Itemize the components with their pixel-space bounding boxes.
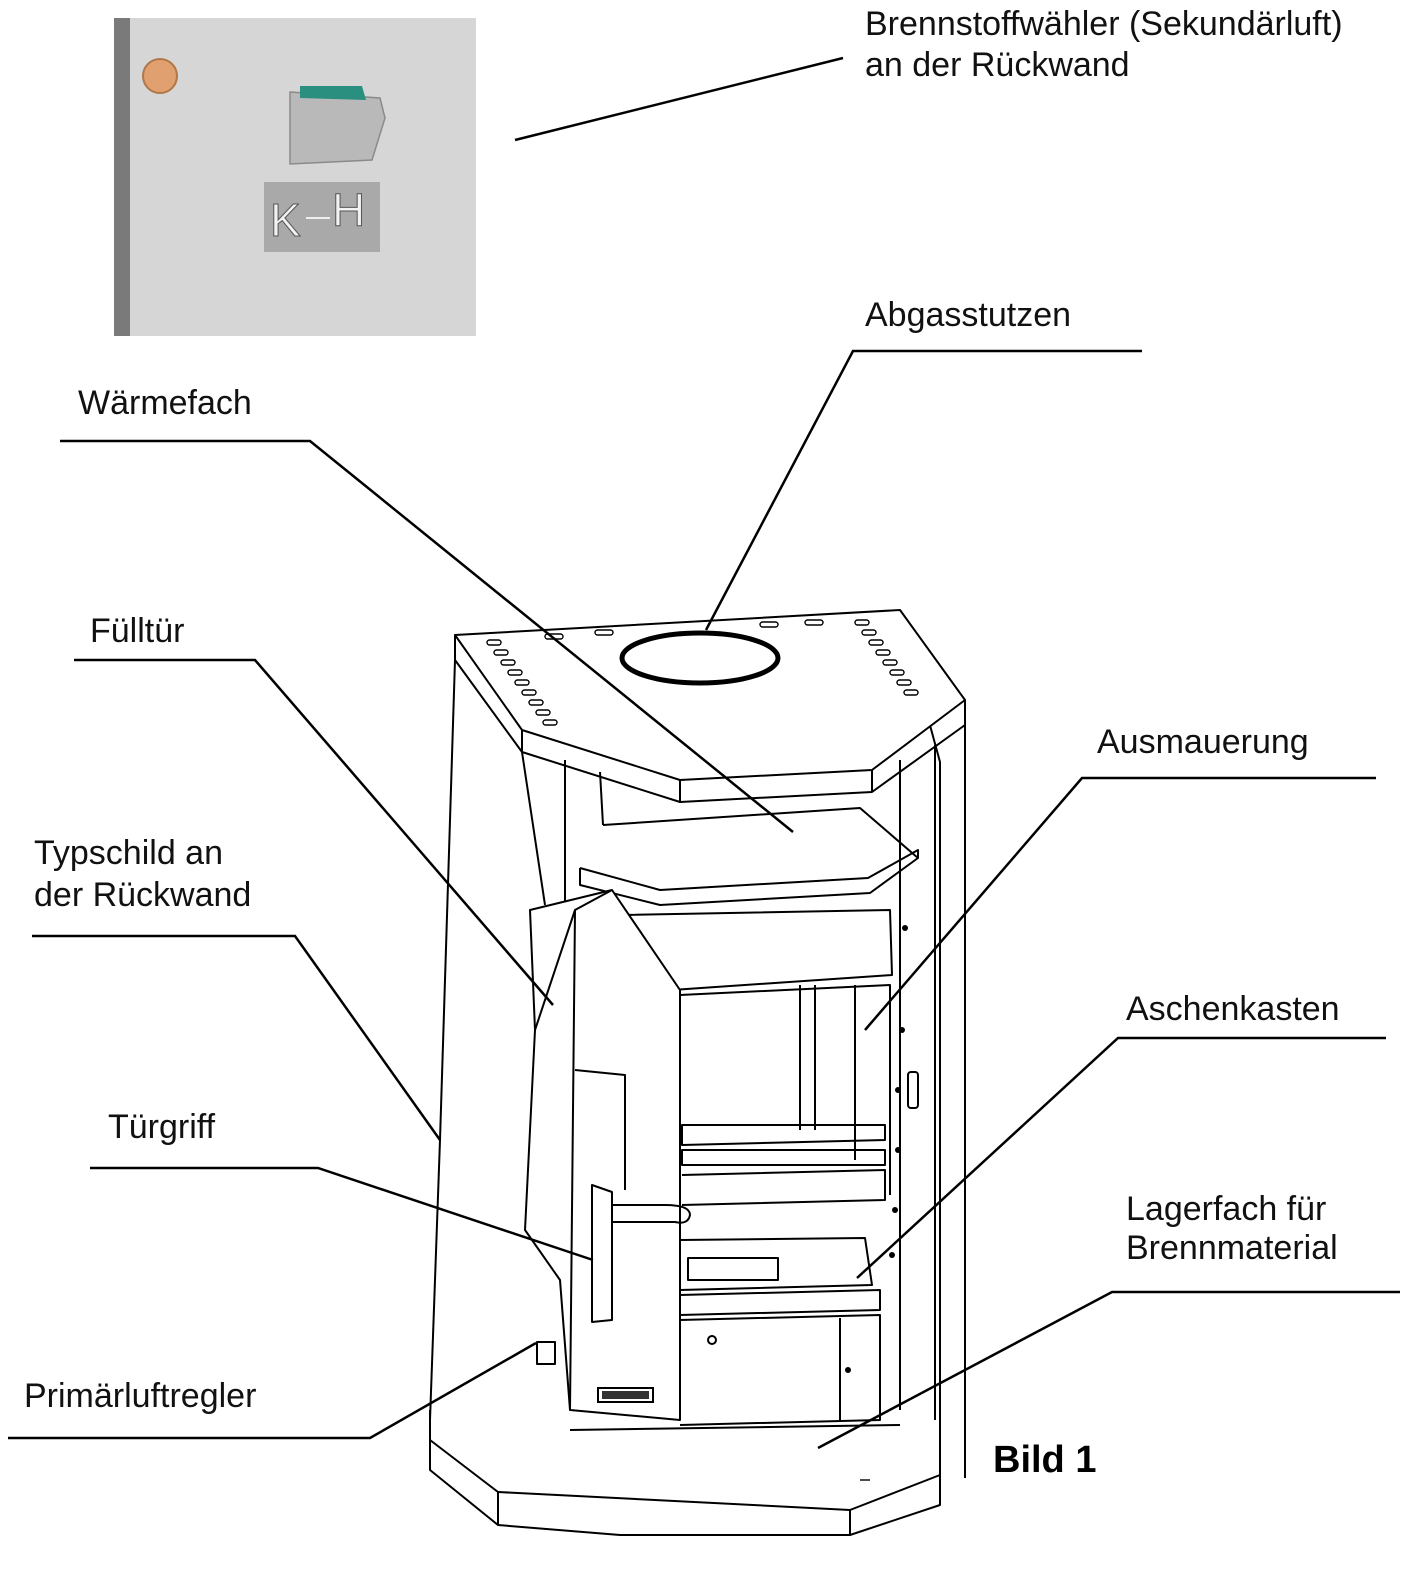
stove-base-edge: [429, 1440, 499, 1526]
chamber-back: [679, 984, 891, 1195]
ash-drawer: [679, 1237, 873, 1291]
label-typschild-line2: der Rückwand: [34, 876, 251, 914]
storage-knob: [707, 1335, 717, 1345]
brand-plate-mark: [602, 1391, 649, 1399]
warming-shelf-edge: [579, 849, 919, 891]
label-typschild-line1: Typschild an: [34, 834, 223, 872]
label-waermefach: Wärmefach: [78, 384, 252, 422]
label-abgasstutzen: Abgasstutzen: [865, 296, 1071, 334]
inset-edge: [114, 18, 130, 336]
front-left-post: [429, 659, 456, 1421]
storage-compartment: [679, 1314, 881, 1426]
leader-typschild: [32, 934, 442, 1141]
slider-accent: [300, 86, 366, 100]
label-ausmauerung: Ausmauerung: [1097, 723, 1309, 761]
leader-tuergriff: [90, 1166, 594, 1262]
leader-ausmauerung: [864, 776, 1376, 1031]
letter-h: H: [332, 184, 365, 236]
leader-abgasstutzen: [704, 349, 1142, 631]
door-panel: [574, 1069, 626, 1190]
fuel-selector-inset: K H: [114, 18, 476, 336]
label-aschenkasten: Aschenkasten: [1126, 990, 1340, 1028]
label-brennstoffwaehler-line1: Brennstoffwähler (Sekundärluft): [865, 5, 1343, 43]
stove-drawing: [429, 609, 966, 1536]
leader-waermefach: [60, 439, 794, 833]
stove-base-top: [497, 1474, 941, 1511]
label-brennstoffwaehler-line2: an der Rückwand: [865, 46, 1130, 84]
base-plinth-line: [569, 1424, 901, 1431]
leader-aschenkasten: [856, 1036, 1386, 1279]
letter-k: K: [270, 194, 301, 246]
ash-drawer-rail: [679, 1289, 881, 1316]
label-fuelltuer: Fülltür: [90, 612, 184, 650]
warming-shelf: [579, 807, 919, 906]
figure-caption: Bild 1: [993, 1439, 1096, 1481]
loading-door: [524, 889, 681, 1421]
chamber-top: [624, 909, 893, 991]
knob-icon: [142, 58, 178, 94]
vent-slots-right: [854, 619, 919, 696]
grate-lower: [681, 1169, 886, 1206]
stove-base: [429, 1410, 941, 1536]
leader-lines: [8, 56, 1400, 1450]
side-rivets: [845, 925, 908, 1373]
door-handle-lever: [612, 1204, 691, 1224]
flue-collar: [619, 630, 781, 686]
leader-lagerfach: [817, 1290, 1400, 1450]
label-primaerluftregler: Primärluftregler: [24, 1377, 256, 1415]
leader-fuelltuer: [74, 658, 554, 1006]
label-tuergriff: Türgriff: [108, 1108, 216, 1146]
leader-primaerluftregler: [8, 1341, 537, 1440]
primary-air-control-icon: [536, 1341, 556, 1365]
grate-bar-top: [681, 1124, 886, 1146]
door-handle-grip: [591, 1184, 613, 1323]
vent-slots-left: [486, 639, 558, 726]
front-inner-post: [521, 751, 546, 906]
label-lagerfach-line1: Lagerfach für: [1126, 1190, 1326, 1228]
label-lagerfach-line2: Brennmaterial: [1126, 1229, 1338, 1267]
slider-housing: [289, 91, 386, 165]
inner-post-b: [599, 771, 604, 826]
grate-bar-bottom: [681, 1149, 886, 1166]
loading-door-face-edge: [569, 909, 576, 1411]
leader-brennstoffwaehler: [514, 56, 844, 142]
side-latch: [907, 1071, 919, 1109]
ash-drawer-handle: [687, 1257, 779, 1281]
labels: Brennstoffwähler (Sekundärluft) an der R…: [24, 5, 1343, 1481]
